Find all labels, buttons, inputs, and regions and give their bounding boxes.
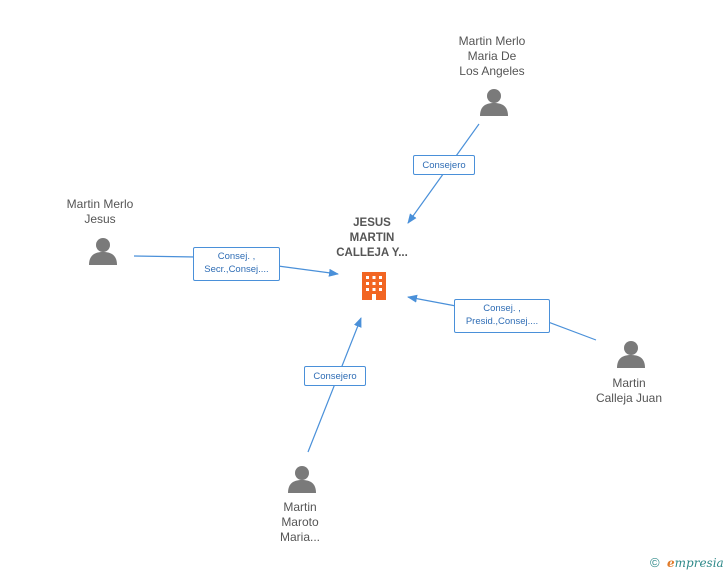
relation-label-line: Consejero bbox=[313, 371, 357, 382]
person-label-line: Calleja Juan bbox=[595, 391, 663, 405]
company-label-line: MARTIN bbox=[349, 232, 395, 244]
relation-label-line: Consej. , bbox=[217, 251, 256, 262]
relation-label-p1[interactable]: Consejero bbox=[413, 155, 475, 175]
person-label-line: Martin Merlo bbox=[66, 197, 134, 211]
company-label-line: JESUS bbox=[353, 217, 391, 229]
building-icon[interactable] bbox=[362, 272, 386, 300]
person-label-line: Martin Merlo bbox=[458, 34, 526, 48]
person-icon[interactable] bbox=[480, 89, 508, 116]
person-label-line: Jesus bbox=[84, 212, 116, 226]
person-label-line: Martin bbox=[283, 500, 317, 514]
person-label-p2[interactable]: Martin Merlo Jesus bbox=[50, 197, 150, 227]
person-label-line: Martin bbox=[612, 376, 646, 390]
person-label-line: Maria De bbox=[467, 49, 517, 63]
brand-name: mpresia bbox=[674, 556, 724, 570]
relation-label-line: Secr.,Consej.... bbox=[204, 264, 269, 275]
company-label[interactable]: JESUS MARTIN CALLEJA Y... bbox=[320, 216, 424, 261]
copyright-icon: © bbox=[650, 555, 660, 570]
person-label-p1[interactable]: Martin Merlo Maria De Los Angeles bbox=[432, 34, 552, 79]
person-icon[interactable] bbox=[89, 238, 117, 265]
relation-label-line: Consej. , bbox=[483, 303, 521, 314]
brand-initial: e bbox=[667, 556, 675, 570]
relation-label-p2[interactable]: Consej. , Secr.,Consej.... bbox=[193, 247, 280, 281]
relation-label-p3[interactable]: Consej. , Presid.,Consej.... bbox=[454, 299, 550, 333]
person-icon[interactable] bbox=[617, 341, 645, 368]
person-label-line: Maroto bbox=[281, 515, 319, 529]
company-label-line: CALLEJA Y... bbox=[336, 247, 408, 259]
person-label-p4[interactable]: Martin Maroto Maria... bbox=[250, 500, 350, 545]
person-icon[interactable] bbox=[288, 466, 316, 493]
relation-label-line: Presid.,Consej.... bbox=[465, 316, 539, 327]
person-label-line: Los Angeles bbox=[459, 64, 525, 78]
person-label-line: Maria... bbox=[279, 530, 320, 544]
brand-logo: empresia bbox=[667, 556, 724, 570]
person-label-p3[interactable]: Martin Calleja Juan bbox=[574, 376, 684, 406]
relation-label-p4[interactable]: Consejero bbox=[304, 366, 366, 386]
footer-brand[interactable]: © empresia bbox=[650, 555, 726, 573]
relation-label-line: Consejero bbox=[422, 160, 466, 171]
